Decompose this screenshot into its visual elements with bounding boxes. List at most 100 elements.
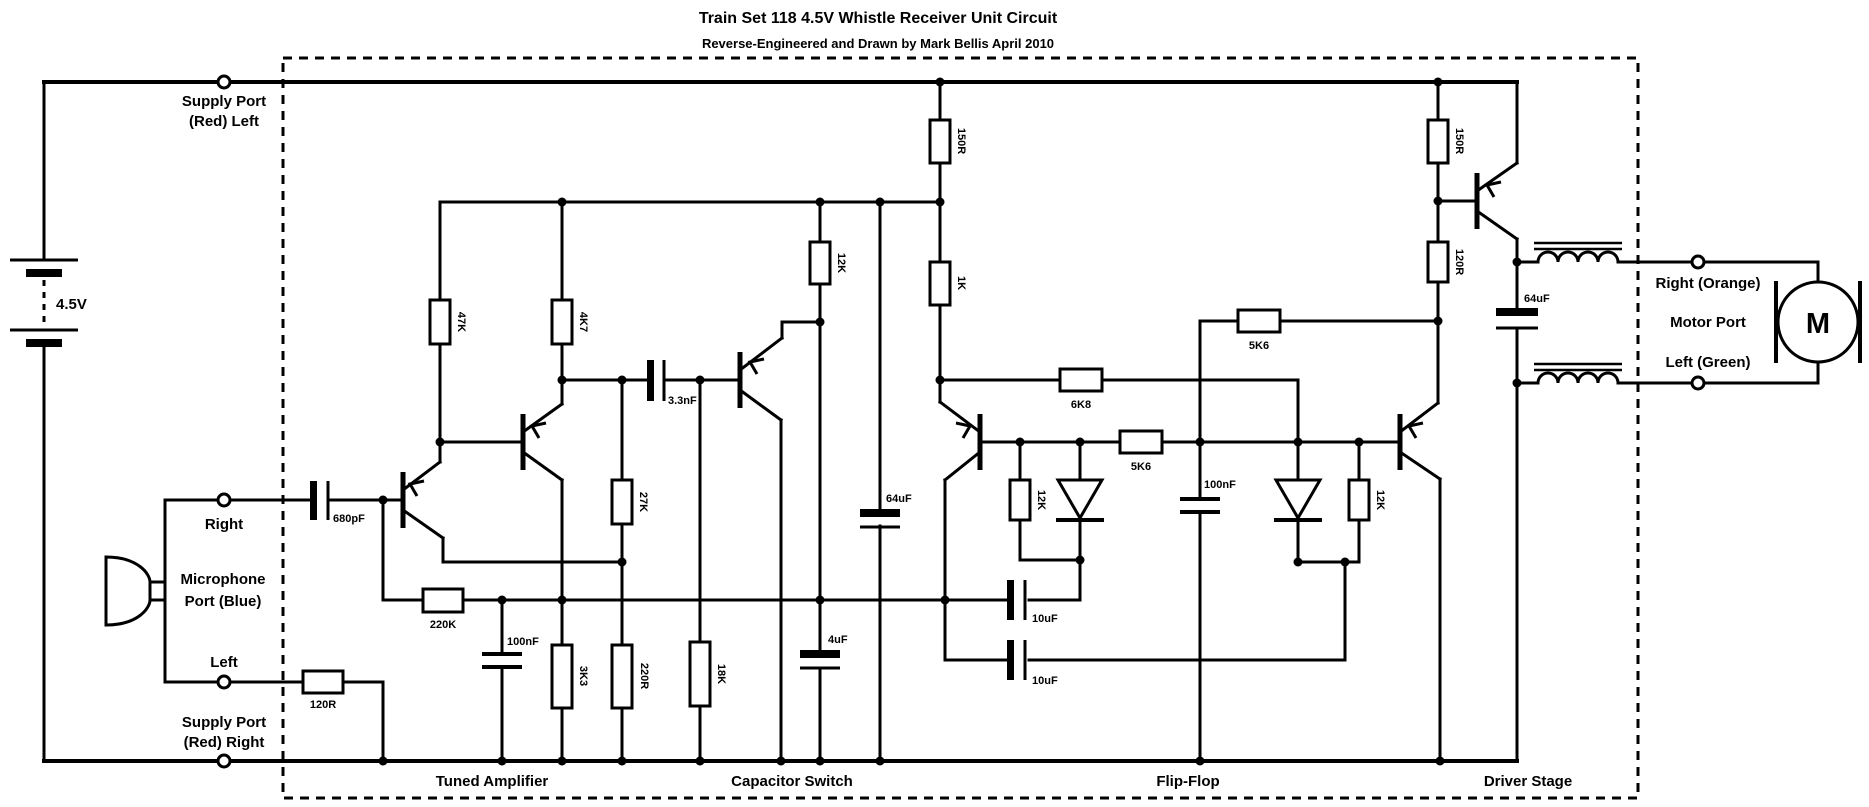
resistor-12k-b: 12K: [1008, 478, 1047, 522]
junction-dots: [378, 77, 1522, 766]
section-capacitor-switch: Capacitor Switch: [731, 773, 853, 790]
mic-right-label: Right: [205, 516, 243, 533]
svg-text:4K7: 4K7: [577, 312, 589, 332]
q6-emitter-arrow: [1484, 180, 1502, 198]
svg-text:64uF: 64uF: [1524, 293, 1550, 305]
resistor-220r: 220R: [610, 643, 650, 710]
svg-text:12K: 12K: [1374, 490, 1386, 510]
resistor-12k-c: 12K: [1347, 478, 1386, 522]
motor-port-label: Motor Port: [1670, 314, 1746, 331]
capacitor-10uf-a: 10uF: [1007, 580, 1058, 625]
svg-text:64uF: 64uF: [886, 493, 912, 505]
mic-port-label-2: Port (Blue): [185, 593, 262, 610]
resistor-6k8: 6K8: [1058, 367, 1104, 411]
resistor-5k6-low: 5K6: [1118, 429, 1164, 473]
mic-left-label: Left: [210, 654, 238, 671]
port-labels: Supply Port (Red) Left Right Microphone …: [181, 93, 1761, 751]
wires: [42, 80, 1820, 763]
capacitor-64uf-b: 64uF: [1496, 293, 1550, 330]
svg-text:4uF: 4uF: [828, 634, 848, 646]
resistor-47k: 47K: [428, 298, 467, 346]
svg-text:27K: 27K: [637, 492, 649, 512]
svg-text:47K: 47K: [455, 312, 467, 332]
q1-emitter-arrow: [407, 479, 425, 497]
capacitor-100nf-b: 100nF: [1180, 479, 1236, 514]
resistor-1k: 1K: [928, 260, 967, 307]
resistor-27k: 27K: [610, 478, 649, 526]
resistor-4k7: 4K7: [550, 298, 589, 346]
motor-symbol: M: [1774, 280, 1862, 364]
terminal-supply-right: [216, 753, 232, 769]
q4-emitter-arrow: [955, 421, 973, 439]
q5-emitter-arrow: [1406, 421, 1424, 439]
svg-text:100nF: 100nF: [507, 636, 539, 648]
page-subtitle: Reverse-Engineered and Drawn by Mark Bel…: [702, 36, 1054, 51]
transistor-q3: [737, 320, 785, 423]
section-driver-stage: Driver Stage: [1484, 773, 1572, 790]
section-labels: Tuned Amplifier Capacitor Switch Flip-Fl…: [436, 773, 1572, 790]
capacitor-3n3: 3.3nF: [647, 360, 697, 407]
svg-text:1K: 1K: [955, 276, 967, 290]
terminal-mic-left: [216, 674, 232, 690]
page-title: Train Set 118 4.5V Whistle Receiver Unit…: [699, 10, 1058, 27]
resistor-150r-b: 150R: [1426, 118, 1465, 165]
svg-text:120R: 120R: [1453, 249, 1465, 275]
q3-emitter-arrow: [747, 357, 765, 375]
capacitor-100nf-a: 100nF: [482, 636, 539, 669]
svg-text:12K: 12K: [835, 253, 847, 273]
resistor-150r-a: 150R: [928, 118, 967, 165]
svg-text:5K6: 5K6: [1131, 461, 1151, 473]
resistor-18k: 18K: [688, 640, 727, 708]
inductor-left-channel: [1534, 362, 1622, 384]
unit-boundary: [281, 56, 1640, 800]
capacitor-64uf-a: 64uF: [860, 493, 912, 529]
svg-text:3K3: 3K3: [577, 666, 589, 686]
terminal-motor-left: [1690, 375, 1706, 391]
battery-voltage-label: 4.5V: [56, 296, 87, 313]
supply-port-left-label-1: Supply Port: [182, 93, 266, 110]
transistor-q4: [937, 378, 983, 602]
svg-text:12K: 12K: [1035, 490, 1047, 510]
terminals: [216, 74, 1706, 769]
diode-right: [1273, 478, 1323, 522]
svg-text:100nF: 100nF: [1204, 479, 1236, 491]
resistor-220k: 220K: [421, 587, 465, 631]
inductor-right-channel: [1534, 241, 1622, 263]
svg-text:120R: 120R: [310, 699, 336, 711]
svg-text:6K8: 6K8: [1071, 399, 1091, 411]
svg-text:220R: 220R: [638, 663, 650, 689]
resistor-3k3: 3K3: [550, 643, 589, 710]
transistor-q6: [1474, 160, 1520, 242]
diode-left: [1055, 478, 1105, 522]
mic-port-label-1: Microphone: [181, 571, 266, 588]
svg-text:3.3nF: 3.3nF: [668, 395, 697, 407]
transistor-q5: [1397, 400, 1443, 482]
motor-right-label: Right (Orange): [1656, 275, 1761, 292]
q2-emitter-arrow: [529, 421, 547, 439]
supply-port-left-label-2: (Red) Left: [189, 113, 259, 130]
microphone-icon: [104, 555, 152, 627]
capacitor-680pf: 680pF: [310, 481, 365, 525]
motor-m-label: M: [1806, 308, 1830, 340]
svg-text:150R: 150R: [955, 128, 967, 154]
svg-text:680pF: 680pF: [333, 513, 365, 525]
motor-left-label: Left (Green): [1665, 354, 1750, 371]
section-tuned-amplifier: Tuned Amplifier: [436, 773, 549, 790]
capacitor-10uf-b: 10uF: [1007, 640, 1058, 687]
battery-4v5: 4.5V: [10, 258, 87, 347]
resistor-120r-mic: 120R: [301, 669, 345, 711]
supply-port-right-label-1: Supply Port: [182, 714, 266, 731]
resistor-12k-a: 12K: [808, 240, 847, 286]
svg-text:5K6: 5K6: [1249, 340, 1269, 352]
svg-text:10uF: 10uF: [1032, 675, 1058, 687]
transistor-q1: [400, 440, 446, 564]
svg-text:18K: 18K: [715, 664, 727, 684]
transistor-q2: [520, 378, 565, 602]
resistor-5k6-top: 5K6: [1236, 308, 1282, 352]
supply-port-right-label-2: (Red) Right: [184, 734, 265, 751]
terminal-mic-right: [216, 492, 232, 508]
section-flip-flop: Flip-Flop: [1156, 773, 1219, 790]
svg-text:150R: 150R: [1453, 128, 1465, 154]
